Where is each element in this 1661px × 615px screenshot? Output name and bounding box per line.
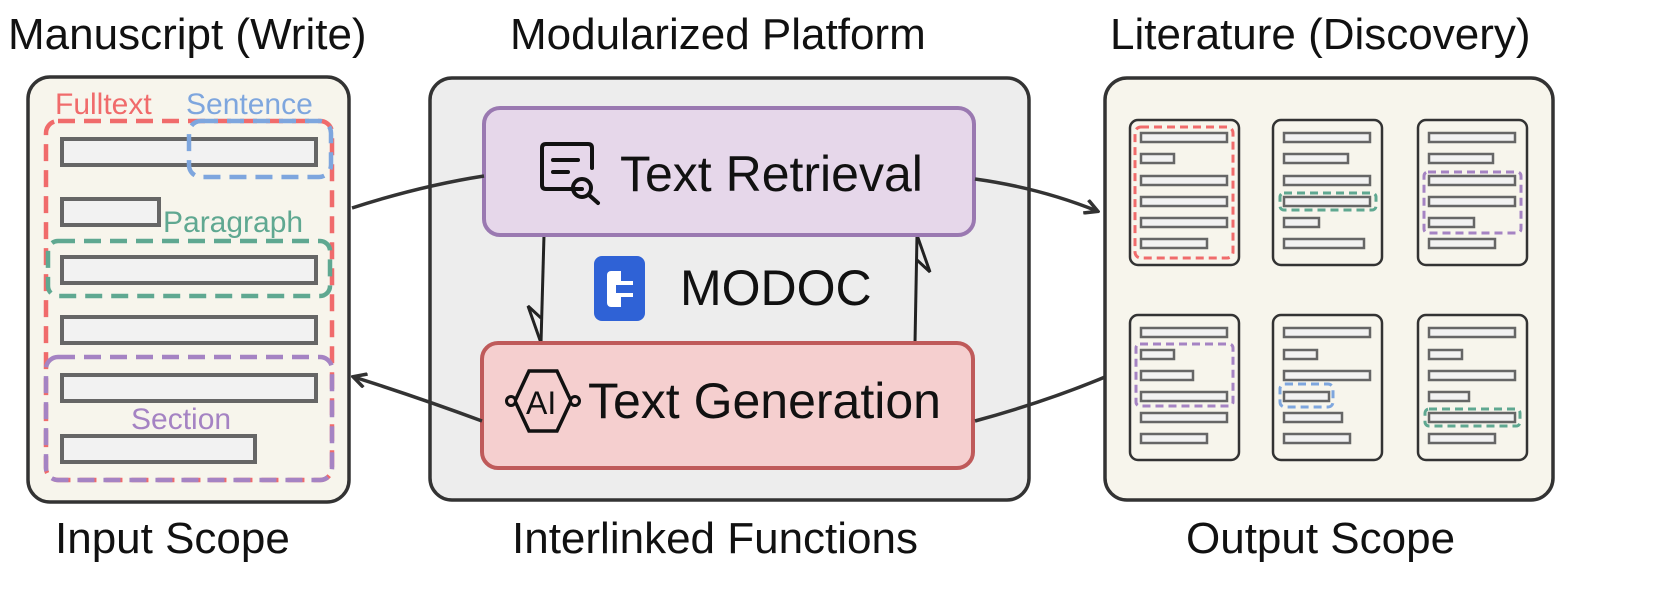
paragraph-match-outline <box>1278 191 1378 212</box>
sentence-scope-outline <box>186 118 334 180</box>
paragraph-match-outline <box>1423 407 1522 428</box>
text-retrieval-label: Text Retrieval <box>620 146 923 202</box>
literature-title: Literature (Discovery) <box>1110 10 1531 59</box>
manuscript-to-retrieval-connector <box>351 174 485 210</box>
manuscript-line <box>60 255 318 285</box>
input-scope-caption: Input Scope <box>55 514 290 563</box>
sentence-label: Sentence <box>186 88 313 121</box>
manuscript-title: Manuscript (Write) <box>8 10 367 59</box>
literature-document <box>1416 118 1529 267</box>
literature-document <box>1416 313 1529 462</box>
section-match-outline <box>1422 170 1523 235</box>
paragraph-label: Paragraph <box>163 206 303 239</box>
section-label: Section <box>131 403 231 436</box>
section-scope-outline <box>43 354 335 483</box>
literature-panel <box>1103 76 1555 502</box>
text-generation-label: Text Generation <box>588 373 941 429</box>
platform-title: Modularized Platform <box>510 10 926 59</box>
generation-to-retrieval-arrow <box>913 234 932 344</box>
ai-hexagon-icon: AI <box>505 369 581 433</box>
fulltext-match-outline <box>1133 125 1235 260</box>
literature-document <box>1271 313 1384 462</box>
interlinked-functions-caption: Interlinked Functions <box>512 514 918 563</box>
text-generation-module: AI Text Generation <box>480 341 975 470</box>
section-match-outline <box>1134 342 1235 408</box>
modoc-logo: MODOC <box>594 256 872 321</box>
literature-document <box>1128 118 1241 267</box>
modoc-label: MODOC <box>680 260 872 316</box>
retrieval-to-generation-arrow <box>526 234 546 344</box>
manuscript-line <box>60 315 318 345</box>
manuscript-line <box>60 434 257 464</box>
paragraph-scope-outline <box>45 238 333 299</box>
fulltext-label: Fulltext <box>55 88 152 121</box>
literature-to-generation-connector <box>974 375 1106 423</box>
manuscript-line <box>60 197 161 227</box>
retrieval-to-literature-arrow <box>974 177 1097 211</box>
output-scope-caption: Output Scope <box>1186 514 1456 563</box>
literature-document <box>1271 118 1384 267</box>
text-retrieval-module: Text Retrieval <box>482 106 976 237</box>
ai-badge-text: AI <box>526 385 556 421</box>
literature-document <box>1128 313 1241 462</box>
document-search-icon <box>540 142 600 205</box>
manuscript-line <box>60 373 318 403</box>
generation-to-manuscript-arrow <box>354 377 483 423</box>
platform-panel: Text Retrieval MODOC AI Text Generation <box>428 76 1031 502</box>
sentence-match-outline <box>1278 382 1335 409</box>
manuscript-panel: Fulltext Sentence Paragraph Section <box>26 75 351 504</box>
